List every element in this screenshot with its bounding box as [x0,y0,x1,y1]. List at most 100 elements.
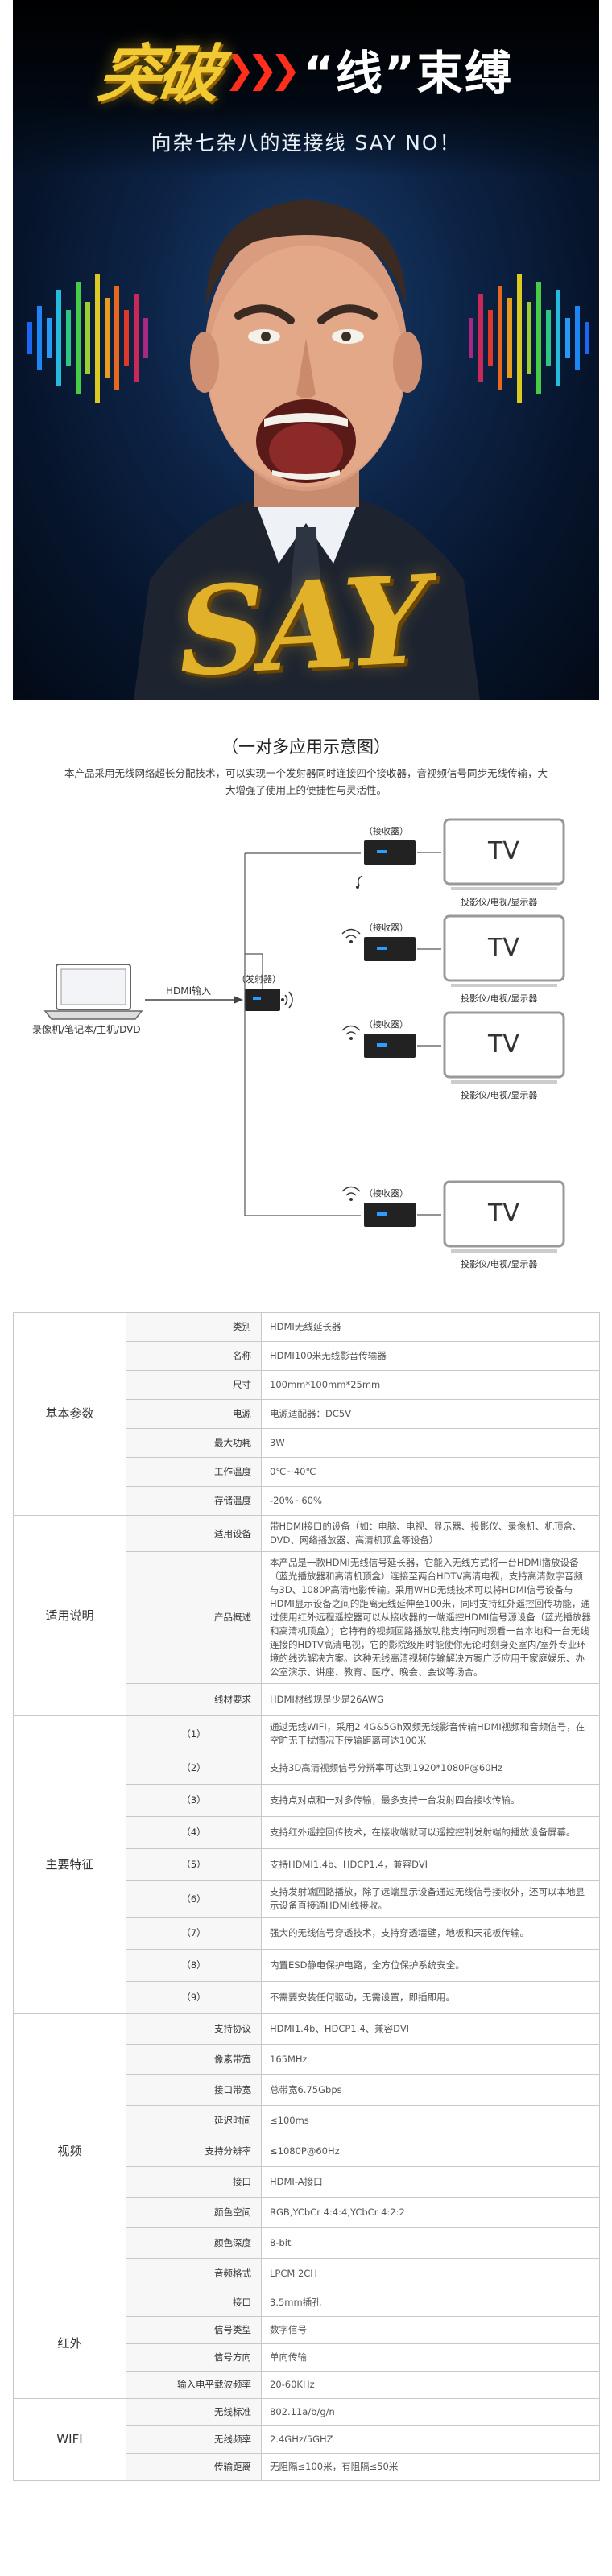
spec-section-name: 视频 [13,2013,126,2289]
headline-wire-constraint: “线”束缚 [303,46,514,101]
spec-value: HDMI100米无线影音传输器 [261,1341,600,1371]
transmitter-label: （发射器） [237,974,281,985]
receiver-label-3: （接收器） [364,1019,408,1030]
spec-value: 3.5mm插孔 [261,2289,600,2317]
sound-wave-right [469,274,589,402]
spec-section-name: 红外 [13,2289,126,2399]
spec-value: 无阻隔≤100米，有阻隔≤50米 [261,2453,600,2481]
headline: 突破 ❯❯❯ “线”束缚 [13,24,599,114]
spec-section-name: 基本参数 [13,1312,126,1516]
spec-key: 无线频率 [126,2425,262,2454]
spec-value: ≤1080P@60Hz [261,2136,600,2167]
spec-key: 音频格式 [126,2258,262,2289]
sound-wave-left [27,274,148,402]
spec-value: 不需要安装任何驱动，无需设置，即插即用。 [261,1981,600,2014]
spec-key: 接口带宽 [126,2074,262,2106]
spec-key: 尺寸 [126,1370,262,1400]
spec-value: 8-bit [261,2227,600,2259]
spec-value: 支持HDMI1.4b、HDCP1.4，兼容DVI [261,1848,600,1881]
spec-row: （6）支持发射端回路播放，除了远端显示设备通过无线信号接收外，还可以本地显示设备… [14,1880,600,1918]
spec-value: ≤100ms [261,2105,600,2136]
spec-key: 信号方向 [126,2343,262,2372]
tv-label-1: TV [488,837,519,865]
spec-section-name: WIFI [13,2398,126,2481]
spec-value: 支持点对点和一对多传输，最多支持一台发射四台接收传输。 [261,1784,600,1817]
receiver-2 [341,914,565,987]
spec-value: 内置ESD静电保护电路，全方位保护系统安全。 [261,1949,600,1982]
spec-section-name: 适用说明 [13,1515,126,1716]
spec-key: 存储温度 [126,1486,262,1516]
spec-value: 总带宽6.75Gbps [261,2074,600,2106]
spec-value: 支持发射端回路播放，除了远端显示设备通过无线信号接收外，还可以本地显示设备直接通… [261,1880,600,1918]
spec-row: 产品概述本产品是一款HDMI无线信号延长器，它能入无线方式将一台HDMI播放设备… [14,1551,600,1684]
spec-row: 存储温度-20%~60% [14,1486,600,1516]
spec-value: HDMI1.4b、HDCP1.4、兼容DVI [261,2013,600,2045]
spec-key: 电源 [126,1399,262,1429]
spec-key: 接口 [126,2289,262,2317]
spec-key: 传输距离 [126,2453,262,2481]
spec-row: 支持分辨率≤1080P@60Hz [14,2136,600,2167]
spec-row: （3）支持点对点和一对多传输，最多支持一台发射四台接收传输。 [14,1784,600,1817]
spec-value: -20%~60% [261,1486,600,1516]
spec-key: 工作温度 [126,1457,262,1487]
spec-key: （6） [126,1880,262,1918]
spec-row: 传输距离无阻隔≤100米，有阻隔≤50米 [14,2453,600,2481]
spec-row: 主要特征（1）通过无线WIFI，采用2.4G&5Gh双频无线影音传输HDMI视频… [13,1715,600,2014]
spec-value: 0℃~40℃ [261,1457,600,1487]
receiver-3 [341,1011,565,1084]
one-to-many-diagram: （一对多应用示意图） 本产品采用无线网络超长分配技术，可以实现一个发射器同时连接… [0,700,612,1296]
spec-key: 最大功耗 [126,1428,262,1458]
receiver-label-1: （接收器） [364,826,408,836]
hdmi-input-label: HDMI输入 [166,985,212,997]
receiver-label-2: （接收器） [364,923,408,933]
spec-row: 适用说明适用设备带HDMI接口的设备（如：电脑、电视、显示器、投影仪、录像机、机… [13,1515,600,1716]
spec-row: （2）支持3D高清视频信号分辨率可达到1920*1080P@60Hz [14,1752,600,1785]
spec-row: 信号方向单向传输 [14,2343,600,2372]
tv-label-4: TV [488,1199,519,1228]
spec-section-name: 主要特征 [13,1715,126,2014]
display-label-2: 投影仪/电视/显示器 [461,993,538,1004]
spec-row: （7）强大的无线信号穿透技术，支持穿透墙壁，地板和天花板传输。 [14,1917,600,1950]
spec-value: RGB,YCbCr 4:4:4,YCbCr 4:2:2 [261,2197,600,2228]
spec-key: 支持分辨率 [126,2136,262,2167]
display-label-4: 投影仪/电视/显示器 [461,1259,538,1269]
diagram-graphic [43,818,565,1253]
spec-key: 信号类型 [126,2316,262,2344]
spec-row: 延迟时间≤100ms [14,2105,600,2136]
spec-value: 电源适配器：DC5V [261,1399,600,1429]
spec-value: 通过无线WIFI，采用2.4G&5Gh双频无线影音传输HDMI视频和音频信号，在… [261,1715,600,1752]
spec-key: 颜色深度 [126,2227,262,2259]
spec-key: （4） [126,1816,262,1849]
spec-row: 接口带宽总带宽6.75Gbps [14,2074,600,2106]
spec-key: （8） [126,1949,262,1982]
spec-row: （4）支持红外遥控回传技术，在接收端就可以遥控控制发射端的播放设备屏幕。 [14,1816,600,1849]
spec-key: 支持协议 [126,2013,262,2045]
spec-value: 本产品是一款HDMI无线信号延长器，它能入无线方式将一台HDMI播放设备（蓝光播… [261,1551,600,1684]
spec-key: 适用设备 [126,1515,262,1552]
spec-value: 802.11a/b/g/n [261,2398,600,2426]
spec-value: 2.4GHz/5GHZ [261,2425,600,2454]
spec-key: （2） [126,1752,262,1785]
laptop-icon [43,964,143,1020]
display-label-1: 投影仪/电视/显示器 [461,897,538,907]
spec-key: 名称 [126,1341,262,1371]
spec-key: 线材要求 [126,1683,262,1716]
spec-value: 强大的无线信号穿透技术，支持穿透墙壁，地板和天花板传输。 [261,1917,600,1950]
chevron-icon: ❯❯❯ [224,47,301,91]
spec-value: 3W [261,1428,600,1458]
spec-value: 支持红外遥控回传技术，在接收端就可以遥控控制发射端的播放设备屏幕。 [261,1816,600,1849]
banner-subline: 向杂七杂八的连接线 SAY NO！ [151,131,461,155]
spec-value: 支持3D高清视频信号分辨率可达到1920*1080P@60Hz [261,1752,600,1785]
spec-value: 数字信号 [261,2316,600,2344]
transmitter-device [245,989,280,1011]
receiver-1 [356,818,565,890]
receiver-label-4: （接收器） [364,1188,408,1199]
